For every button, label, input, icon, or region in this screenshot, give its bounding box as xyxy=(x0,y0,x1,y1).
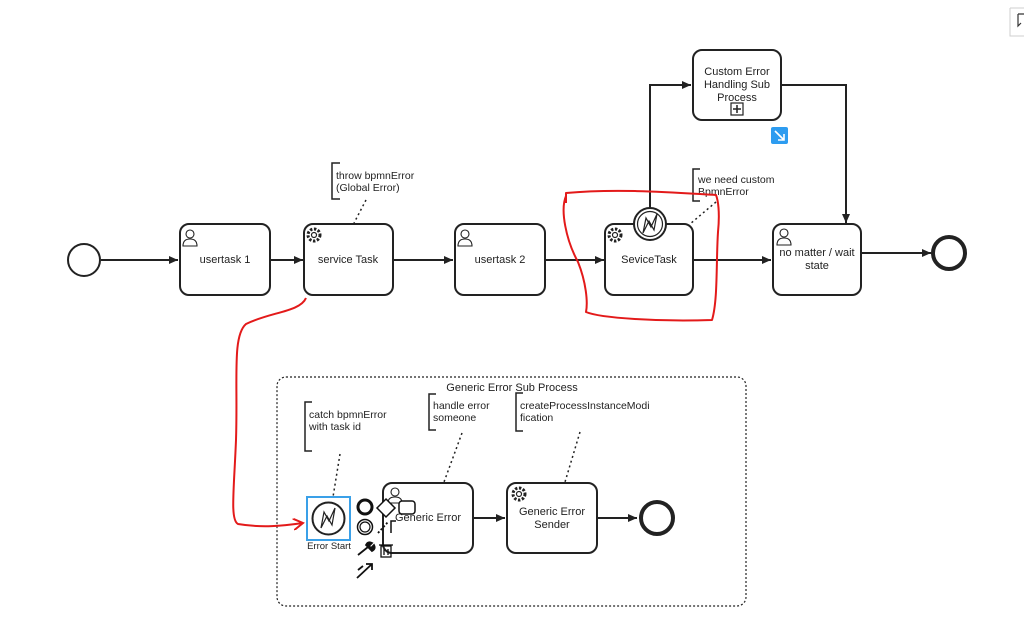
subprocess-custom-error-handling[interactable]: Custom Error Handling Sub Process xyxy=(692,49,782,121)
red-highlight-loop xyxy=(562,189,720,322)
task-label: Generic Error xyxy=(395,512,461,524)
connect-icon[interactable] xyxy=(356,563,373,579)
start-event[interactable] xyxy=(67,243,101,277)
task-label-line2: Sender xyxy=(534,519,570,531)
trash-icon[interactable] xyxy=(379,544,393,558)
annotation-line1: throw bpmnError xyxy=(336,170,415,182)
sequence-flows xyxy=(101,81,931,522)
task-usertask-1[interactable]: usertask 1 xyxy=(179,223,271,296)
context-pad xyxy=(356,497,416,579)
flow-custom-to-nomatter[interactable] xyxy=(782,84,850,223)
wrench-icon[interactable] xyxy=(357,541,376,556)
annotation-line1: createProcessInstanceModi xyxy=(520,400,650,412)
plus-icon[interactable] xyxy=(730,102,744,116)
task-label-line1: Generic Error xyxy=(519,506,585,518)
append-intermediate-event-icon[interactable] xyxy=(356,518,374,536)
event-subprocess-generic-error[interactable]: Generic Error Sub Process xyxy=(276,376,747,607)
annotation-create-process-instance[interactable]: createProcessInstanceModi fication xyxy=(515,392,650,432)
gear-icon xyxy=(511,486,527,502)
task-label: usertask 1 xyxy=(200,254,251,266)
task-label: usertask 2 xyxy=(475,254,526,266)
task-label: SeviceTask xyxy=(621,254,677,266)
association-custom xyxy=(689,201,717,225)
subprocess-label-line1: Custom Error xyxy=(704,66,770,78)
append-end-event-icon[interactable] xyxy=(356,498,374,516)
association-create xyxy=(564,431,581,483)
append-annotation-icon[interactable] xyxy=(390,520,396,533)
append-task-icon[interactable] xyxy=(398,500,416,515)
task-no-matter-wait-state[interactable]: no matter / wait state xyxy=(772,223,862,296)
gear-icon xyxy=(306,227,322,243)
association-handle xyxy=(443,432,463,483)
error-event-icon xyxy=(642,213,658,234)
dotted-association-icon[interactable] xyxy=(377,521,389,534)
subprocess-end-event[interactable] xyxy=(639,500,675,536)
user-icon xyxy=(182,229,198,247)
association-throw xyxy=(353,199,367,224)
annotation-line2: (Global Error) xyxy=(336,182,400,194)
annotation-line1: handle error xyxy=(433,400,490,412)
task-generic-error[interactable]: Generic Error xyxy=(382,482,474,554)
task-sevice-task[interactable]: SeviceTask xyxy=(604,223,694,296)
annotation-line1: catch bpmnError xyxy=(309,409,387,421)
end-event[interactable] xyxy=(931,235,967,271)
annotation-line2: with task id xyxy=(308,421,361,433)
corner-panel-icon[interactable] xyxy=(1009,7,1024,37)
user-icon xyxy=(776,228,792,246)
error-start-event[interactable]: Error Start xyxy=(306,496,351,552)
task-usertask-2[interactable]: usertask 2 xyxy=(454,223,546,296)
annotation-line2: someone xyxy=(433,412,476,424)
flow-error-to-custom[interactable] xyxy=(649,81,691,208)
annotation-line2: BpmnError xyxy=(698,186,749,198)
annotation-line2: fication xyxy=(520,412,553,424)
subprocess-title: Generic Error Sub Process xyxy=(446,382,578,394)
subprocess-label-line2: Handling Sub xyxy=(704,79,770,91)
task-service-task[interactable]: service Task xyxy=(303,223,394,296)
drilldown-badge-icon[interactable] xyxy=(771,127,788,144)
subprocess-label-line3: Process xyxy=(717,92,757,104)
annotation-throw-bpmn-error[interactable]: throw bpmnError (Global Error) xyxy=(331,162,415,200)
task-label: service Task xyxy=(318,254,379,266)
task-label-line1: no matter / wait xyxy=(779,247,854,259)
error-start-label: Error Start xyxy=(307,541,351,552)
user-icon xyxy=(457,229,473,247)
boundary-error-event[interactable] xyxy=(633,207,667,241)
annotation-line1: we need custom xyxy=(697,174,775,186)
annotation-catch-bpmn-error[interactable]: catch bpmnError with task id xyxy=(304,401,387,452)
association-catch xyxy=(332,453,341,498)
error-event-icon xyxy=(320,507,336,529)
red-arrow-to-error-start xyxy=(232,297,307,526)
task-generic-error-sender[interactable]: Generic Error Sender xyxy=(506,482,598,554)
annotation-we-need-custom[interactable]: we need custom BpmnError xyxy=(692,168,775,202)
gear-icon xyxy=(607,227,623,243)
annotation-handle-error[interactable]: handle error someone xyxy=(428,393,490,431)
task-label-line2: state xyxy=(805,260,829,272)
append-gateway-icon[interactable] xyxy=(375,497,397,519)
